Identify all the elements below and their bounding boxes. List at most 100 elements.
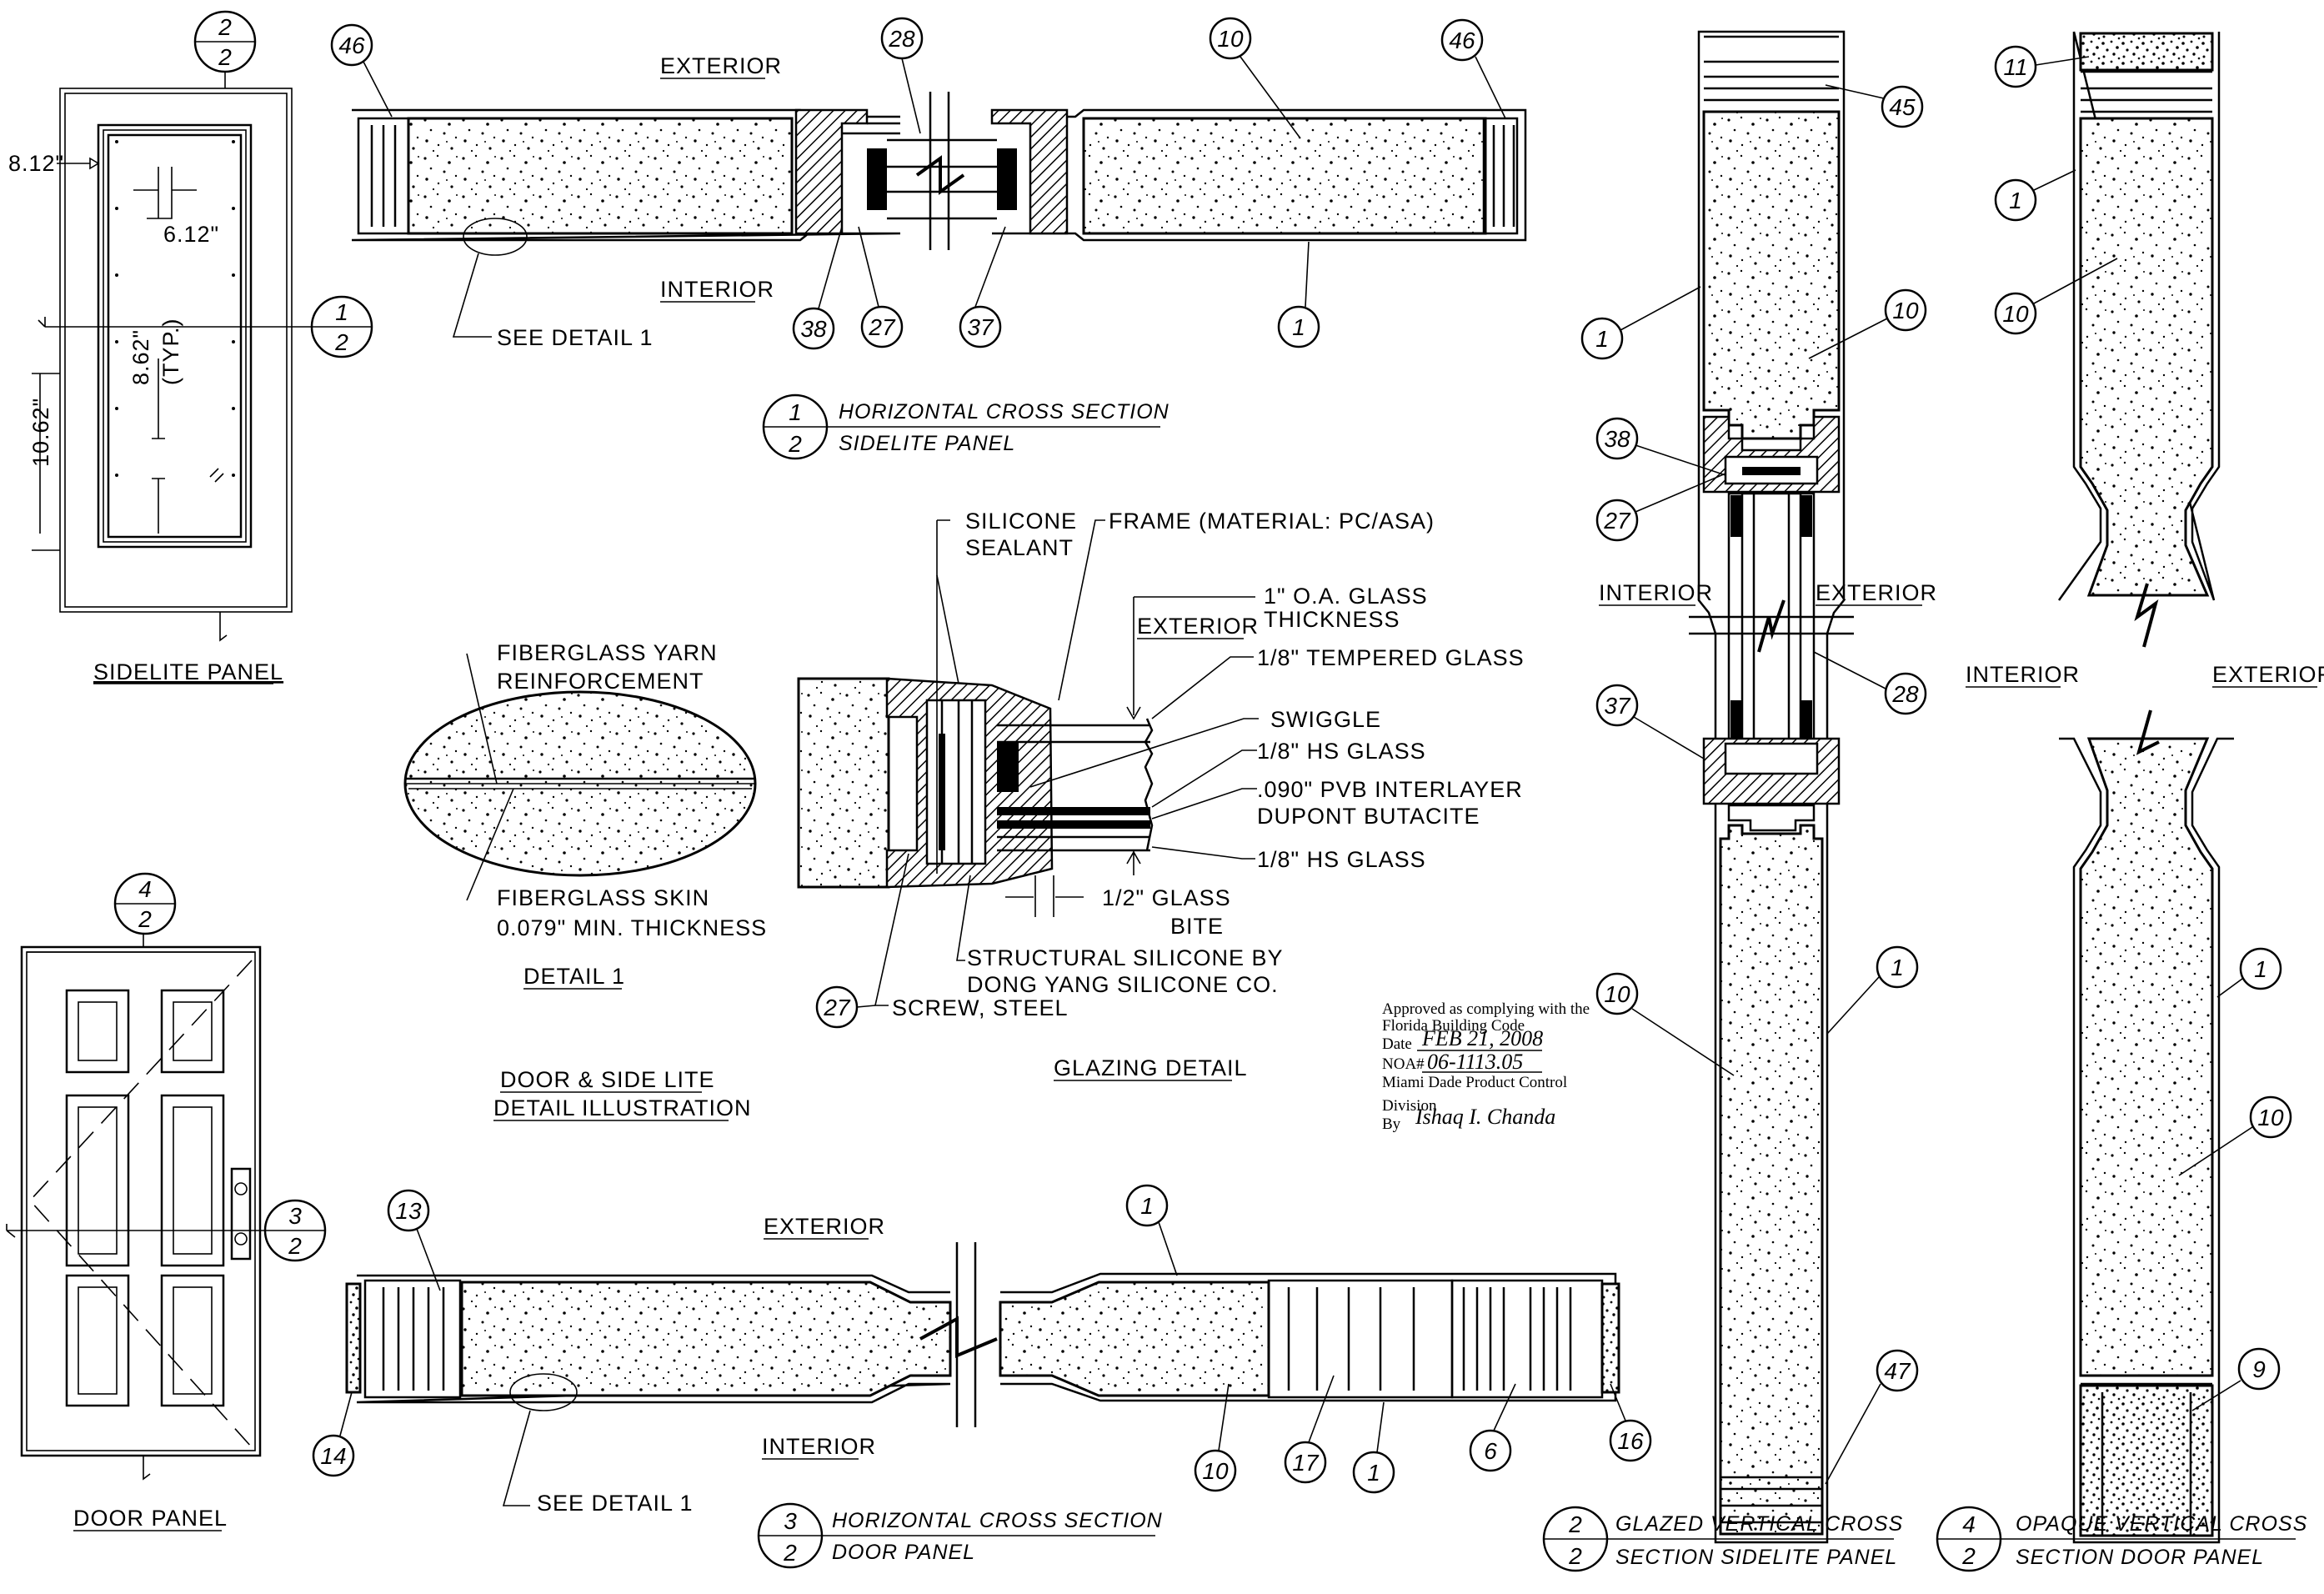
svg-text:DETAIL ILLUSTRATION: DETAIL ILLUSTRATION <box>493 1095 752 1120</box>
section-title-4v: 4 2 OPAQUE VERTICAL CROSS SECTION DOOR P… <box>1936 1506 2307 1572</box>
detail-1-title: DETAIL 1 <box>523 964 625 989</box>
door-panel-elevation: DOOR PANEL <box>6 934 277 1531</box>
bottom-cap <box>1720 1476 1822 1524</box>
svg-text:DOOR PANEL: DOOR PANEL <box>832 1541 975 1564</box>
glazing-detail: SILICONE SEALANT FRAME (MATERIAL: PC/ASA… <box>797 509 1525 1081</box>
door-end-left <box>345 1279 462 1399</box>
svg-text:2: 2 <box>783 1540 797 1566</box>
exterior-label-top: EXTERIOR <box>660 53 782 78</box>
svg-text:HORIZONTAL CROSS SECTION: HORIZONTAL CROSS SECTION <box>832 1509 1163 1532</box>
svg-text:17: 17 <box>1292 1450 1320 1476</box>
svg-text:1: 1 <box>2254 956 2267 982</box>
svg-text:Florida Building Code: Florida Building Code <box>1382 1017 1525 1035</box>
callout-11: 11 <box>1994 45 2090 88</box>
callout-27g: 27 <box>815 985 876 1029</box>
svg-text:Division: Division <box>1382 1097 1437 1115</box>
svg-text:06-1113.05: 06-1113.05 <box>1427 1050 1523 1074</box>
svg-text:2: 2 <box>1568 1543 1582 1569</box>
callout-37a: 37 <box>959 226 1006 348</box>
callout-1d: 1 <box>1580 286 1701 360</box>
svg-text:FRAME (MATERIAL: PC/ASA): FRAME (MATERIAL: PC/ASA) <box>1109 509 1435 534</box>
glass-dots <box>115 140 235 477</box>
opaque-vertical-section: INTERIOR EXTERIOR <box>1966 31 2324 1544</box>
callout-1a: 1 <box>1277 241 1320 348</box>
svg-text:BITE: BITE <box>1170 914 1224 939</box>
svg-text:1/8" HS GLASS: 1/8" HS GLASS <box>1257 739 1426 764</box>
svg-text:SIDELITE PANEL: SIDELITE PANEL <box>839 432 1015 455</box>
dim-8-62: 8.62" <box>128 329 153 385</box>
svg-text:28: 28 <box>888 26 915 52</box>
svg-text:GLAZED VERTICAL CROSS: GLAZED VERTICAL CROSS <box>1615 1512 1903 1536</box>
svg-text:10: 10 <box>1604 981 1630 1007</box>
callout-9: 9 <box>2191 1347 2281 1411</box>
callout-10e: 10 <box>1994 258 2118 335</box>
exterior-label-glazing: EXTERIOR <box>1137 614 1259 639</box>
door-end-right <box>1450 1279 1620 1399</box>
interior-label-opaque: INTERIOR <box>1966 662 2080 687</box>
svg-text:11: 11 <box>2003 54 2027 80</box>
svg-text:HORIZONTAL CROSS SECTION: HORIZONTAL CROSS SECTION <box>839 400 1170 424</box>
svg-text:Miami Dade Product Control: Miami Dade Product Control <box>1382 1074 1567 1091</box>
glazing-frame-left <box>794 108 900 235</box>
sidelite-panel-title: SIDELITE PANEL <box>93 659 283 684</box>
svg-text:FIBERGLASS YARN: FIBERGLASS YARN <box>497 640 718 665</box>
horizontal-section-sidelite: SEE DETAIL 1 EXTERIOR INTERIOR <box>351 53 1527 350</box>
svg-text:1: 1 <box>1367 1460 1380 1486</box>
svg-text:38: 38 <box>800 316 827 342</box>
callout-10f: 10 <box>2178 1095 2292 1176</box>
callout-28a: 28 <box>880 17 924 134</box>
callout-27b: 27 <box>1595 473 1726 542</box>
glazed-vertical-section: INTERIOR EXTERIOR <box>1599 30 1936 1544</box>
svg-text:16: 16 <box>1617 1428 1644 1454</box>
callout-17: 17 <box>1284 1375 1335 1484</box>
svg-text:47: 47 <box>1884 1358 1911 1384</box>
svg-text:1: 1 <box>1292 314 1305 340</box>
svg-text:SILICONE: SILICONE <box>965 509 1077 534</box>
end-cap-left <box>357 117 410 235</box>
svg-text:2: 2 <box>138 906 152 932</box>
svg-text:SECTION DOOR PANEL: SECTION DOOR PANEL <box>2016 1546 2264 1569</box>
svg-text:6: 6 <box>1484 1438 1497 1464</box>
section-ref-door-top: 4 2 <box>113 872 177 935</box>
callout-10b: 10 <box>1194 1383 1237 1492</box>
sidelite-panel-elevation: 8.12" 6.12" 8.62" (TYP.) 10.62" SIDELITE… <box>8 88 313 684</box>
svg-text:OPAQUE VERTICAL CROSS: OPAQUE VERTICAL CROSS <box>2016 1512 2307 1536</box>
door-raised-panels <box>65 989 225 1407</box>
svg-text:1: 1 <box>1891 955 1904 980</box>
end-cap-right <box>1482 117 1519 235</box>
callout-28b: 28 <box>1813 651 1927 715</box>
svg-text:1: 1 <box>1140 1193 1154 1219</box>
svg-text:1/8" TEMPERED GLASS: 1/8" TEMPERED GLASS <box>1257 645 1525 670</box>
svg-text:27: 27 <box>868 314 896 340</box>
section-title-1: 1 2 HORIZONTAL CROSS SECTION SIDELITE PA… <box>762 393 1170 460</box>
svg-text:1/8" HS GLASS: 1/8" HS GLASS <box>1257 847 1426 872</box>
svg-text:FIBERGLASS SKIN: FIBERGLASS SKIN <box>497 885 709 910</box>
dim-10-62: 10.62" <box>28 398 53 467</box>
callout-16: 16 <box>1609 1383 1652 1462</box>
svg-text:1: 1 <box>789 399 802 425</box>
section-ref-door-right: 3 2 <box>263 1199 327 1262</box>
svg-text:SCREW, STEEL: SCREW, STEEL <box>892 995 1069 1020</box>
callout-45: 45 <box>1825 84 1924 128</box>
svg-text:46: 46 <box>1449 28 1475 53</box>
svg-text:SEALANT: SEALANT <box>965 535 1074 560</box>
callout-1g: 1 <box>2216 947 2282 998</box>
svg-text:Date: Date <box>1382 1035 1412 1053</box>
door-panel-title: DOOR PANEL <box>73 1506 228 1531</box>
svg-text:37: 37 <box>1604 693 1631 719</box>
svg-text:27: 27 <box>823 995 851 1020</box>
svg-text:0.079" MIN. THICKNESS: 0.079" MIN. THICKNESS <box>497 915 767 940</box>
callout-13: 13 <box>387 1189 441 1291</box>
callout-1c: 1 <box>1352 1401 1395 1494</box>
section-title-3: 3 2 HORIZONTAL CROSS SECTION DOOR PANEL <box>757 1502 1163 1569</box>
svg-text:10: 10 <box>1217 26 1244 52</box>
svg-text:45: 45 <box>1889 94 1916 120</box>
svg-text:10: 10 <box>2002 301 2029 327</box>
callout-46b: 46 <box>1440 18 1506 119</box>
svg-text:3: 3 <box>784 1508 797 1534</box>
see-detail-1-bottom: SEE DETAIL 1 <box>537 1491 694 1516</box>
section-title-2v: 2 2 GLAZED VERTICAL CROSS SECTION SIDELI… <box>1542 1506 1903 1572</box>
callout-27a: 27 <box>858 226 904 348</box>
svg-text:2: 2 <box>1568 1511 1582 1537</box>
